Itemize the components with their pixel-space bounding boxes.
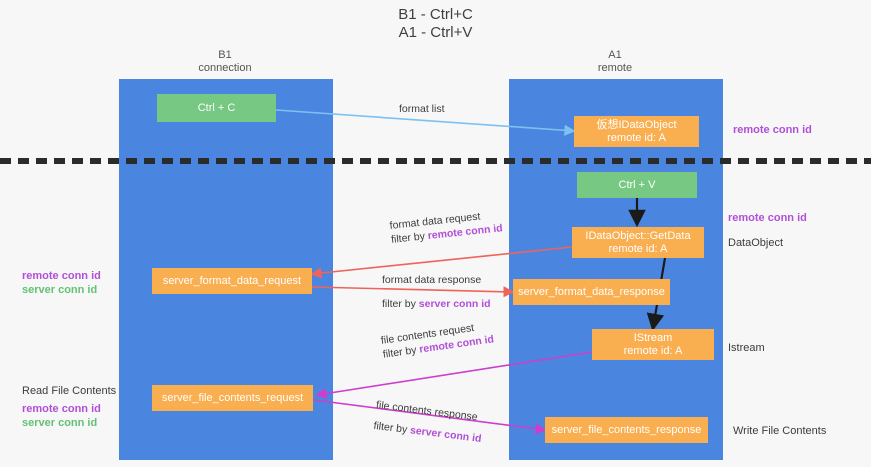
connector-format-list [275,109,576,136]
connector-file-contents-request [315,351,593,400]
box-server-file-contents-response[interactable]: server_file_contents_response [545,417,708,443]
annotation-right-top-remote-conn-id: remote conn id [733,124,812,136]
filter-key-server-conn-id: server conn id [418,298,491,310]
box-server-format-data-response[interactable]: server_format_data_response [513,279,670,305]
page-title: B1 - Ctrl+C A1 - Ctrl+V [398,6,473,41]
box-server-file-contents-request[interactable]: server_file_contents_request [152,385,313,411]
box-idataobject-getdata[interactable]: IDataObject::GetData remote id: A [572,227,704,258]
edge-label-format-list: format list [399,103,445,115]
annotation-read-file-contents: Read File Contents [22,385,117,397]
filter-prefix: filter by [382,298,419,310]
annotation-left-mid-server-conn-id: server conn id [22,284,98,296]
annotation-right-mid-remote-conn-id: remote conn id [728,212,807,224]
lane-header-b1: B1 connection [198,49,252,74]
edge-label-format-data-response: format data response filter by server co… [382,273,491,311]
edge-label-format-data-response-line1: format data response [382,274,482,286]
box-virtual-idataobject[interactable]: 仮想IDataObject remote id: A [574,116,699,147]
annotation-write-file-contents: Write File Contents [733,425,827,437]
connector-format-data-request [310,246,573,279]
annotation-dataobject: DataObject [728,237,784,249]
annotation-left-bottom-remote-conn-id: remote conn id [22,403,101,415]
connector-format-data-response [311,286,515,298]
annotation-left-mid-remote-conn-id: remote conn id [22,270,101,282]
box-istream[interactable]: IStream remote id: A [592,329,714,360]
annotation-istream: Istream [728,342,765,354]
box-ctrl-c[interactable]: Ctrl + C [157,94,276,122]
box-server-format-data-request[interactable]: server_format_data_request [152,268,312,294]
connector-file-contents-response [313,399,547,435]
filter-prefix: filter by [390,230,429,246]
edge-label-format-data-response-line2: filter by server conn id [382,297,491,311]
annotation-left-bottom-server-conn-id: server conn id [22,417,98,429]
lane-header-a1: A1 remote [597,49,633,74]
box-ctrl-v[interactable]: Ctrl + V [577,172,697,198]
